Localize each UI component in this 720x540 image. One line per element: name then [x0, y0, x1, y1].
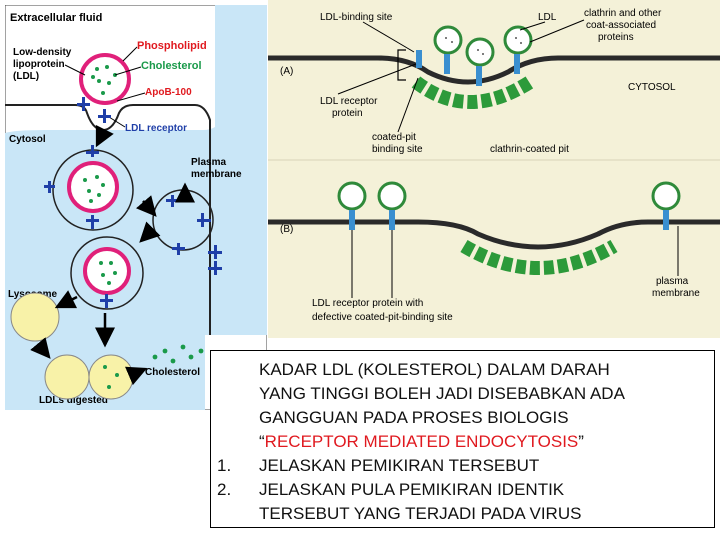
- clathrin-coat-b: [460, 239, 618, 275]
- quote-close: ”: [578, 432, 584, 451]
- ldl-receptor-protein-label-2: protein: [332, 108, 363, 119]
- question-number-1: 1.: [217, 456, 232, 475]
- ldl-particle: [79, 53, 131, 105]
- receptors-b: [349, 210, 669, 230]
- ldl-label-line-1: Low-density: [13, 47, 72, 58]
- receptors-a: [416, 50, 520, 86]
- clathrin-label-2: coat-associated: [586, 20, 656, 31]
- plasma-membrane-right-label-1: plasma: [656, 276, 689, 287]
- question-line-3: GANGGUAN PADA PROSES BIOLOGIS: [259, 408, 569, 427]
- plasma-membrane-line: [5, 104, 211, 335]
- receptor-bracket: [397, 49, 406, 81]
- uncoated-vesicle: [70, 236, 144, 310]
- question-line-7: TERSEBUT YANG TERJADI PADA VIRUS: [259, 504, 582, 523]
- highlighted-term: RECEPTOR MEDIATED ENDOCYTOSIS: [264, 432, 579, 451]
- right-leader-lines: [337, 19, 679, 298]
- defective-label-1: LDL receptor protein with: [312, 298, 423, 309]
- ldl-receptor-label: LDL receptor: [125, 123, 187, 134]
- question-line-6: JELASKAN PULA PEMIKIRAN IDENTIK: [259, 480, 565, 499]
- plasma-membrane-right-label-2: membrane: [652, 288, 700, 299]
- coated-pit-binding-label-2: binding site: [372, 144, 423, 155]
- apob-label: ApoB-100: [145, 87, 192, 98]
- panel-b-label: (B): [280, 224, 293, 235]
- defective-label-2: defective coated-pit-binding site: [312, 312, 453, 323]
- cytosol-label: Cytosol: [9, 134, 46, 145]
- process-arrows: [30, 124, 195, 386]
- apob-leader-line: [116, 92, 146, 102]
- extracellular-fluid-label: Extracellular fluid: [10, 12, 102, 24]
- panel-a-label: (A): [280, 66, 293, 77]
- cholesterol-free-label: Cholesterol: [145, 367, 200, 378]
- question-line-5: JELASKAN PEMIKIRAN TERSEBUT: [259, 456, 540, 475]
- ldl-endocytosis-diagram: Extracellular fluid Low-density lipoprot…: [5, 5, 267, 410]
- ldl-receptor-protein-label-1: LDL receptor: [320, 96, 378, 107]
- released-cholesterol-dots: [103, 344, 204, 389]
- coated-pit-binding-label-1: coated-pit: [372, 132, 416, 143]
- digested-ldl-shape-1: [44, 354, 90, 400]
- ldl-label-right: LDL: [538, 12, 557, 23]
- phospholipid-leader-line: [122, 46, 138, 62]
- phospholipid-label: Phospholipid: [137, 40, 207, 52]
- ldl-binding-site-label: LDL-binding site: [320, 12, 393, 23]
- ldls-digested-label: LDLs digested: [39, 395, 108, 406]
- clathrin-coat-a: [411, 76, 534, 109]
- coated-vesicle: [44, 145, 134, 231]
- membrane-receptor-icons: [77, 97, 111, 123]
- clathrin-label-3: proteins: [598, 32, 634, 43]
- membrane-b: [268, 219, 720, 250]
- ldl-particles-b: [337, 181, 681, 211]
- digested-ldl-shape-2: [88, 354, 134, 400]
- question-line-1: KADAR LDL (KOLESTEROL) DALAM DARAH: [259, 360, 610, 379]
- plasma-membrane-label-1: Plasma: [191, 157, 226, 168]
- recycled-receptor-icons: [208, 245, 222, 275]
- ldl-label-line-3: (LDL): [13, 71, 39, 82]
- cytosol-right-label: CYTOSOL: [628, 82, 676, 93]
- ldl-leader-line: [64, 64, 86, 76]
- receptor-leader-line: [108, 116, 126, 128]
- question-line-4: “RECEPTOR MEDIATED ENDOCYTOSIS”: [259, 432, 584, 452]
- plasma-membrane-label-2: membrane: [191, 169, 242, 180]
- lysosome-shape: [10, 292, 60, 342]
- coated-pit-diagram: LDL-binding site LDL clathrin and other …: [268, 0, 720, 338]
- clathrin-label-1: clathrin and other: [584, 8, 662, 19]
- clathrin-coated-pit-label: clathrin-coated pit: [490, 144, 569, 155]
- question-text-box: KADAR LDL (KOLESTEROL) DALAM DARAH YANG …: [210, 350, 715, 528]
- cholesterol-leader-line: [114, 66, 142, 76]
- question-line-2: YANG TINGGI BOLEH JADI DISEBABKAN ADA: [259, 384, 625, 403]
- cholesterol-label: Cholesterol: [141, 60, 202, 72]
- question-number-2: 2.: [217, 480, 232, 499]
- cytosol-region: [5, 5, 267, 410]
- ldl-particles-a: [433, 25, 533, 67]
- quote-open: “: [259, 432, 265, 451]
- membrane-a: [268, 55, 720, 85]
- ldl-label-line-2: lipoprotein: [13, 59, 65, 70]
